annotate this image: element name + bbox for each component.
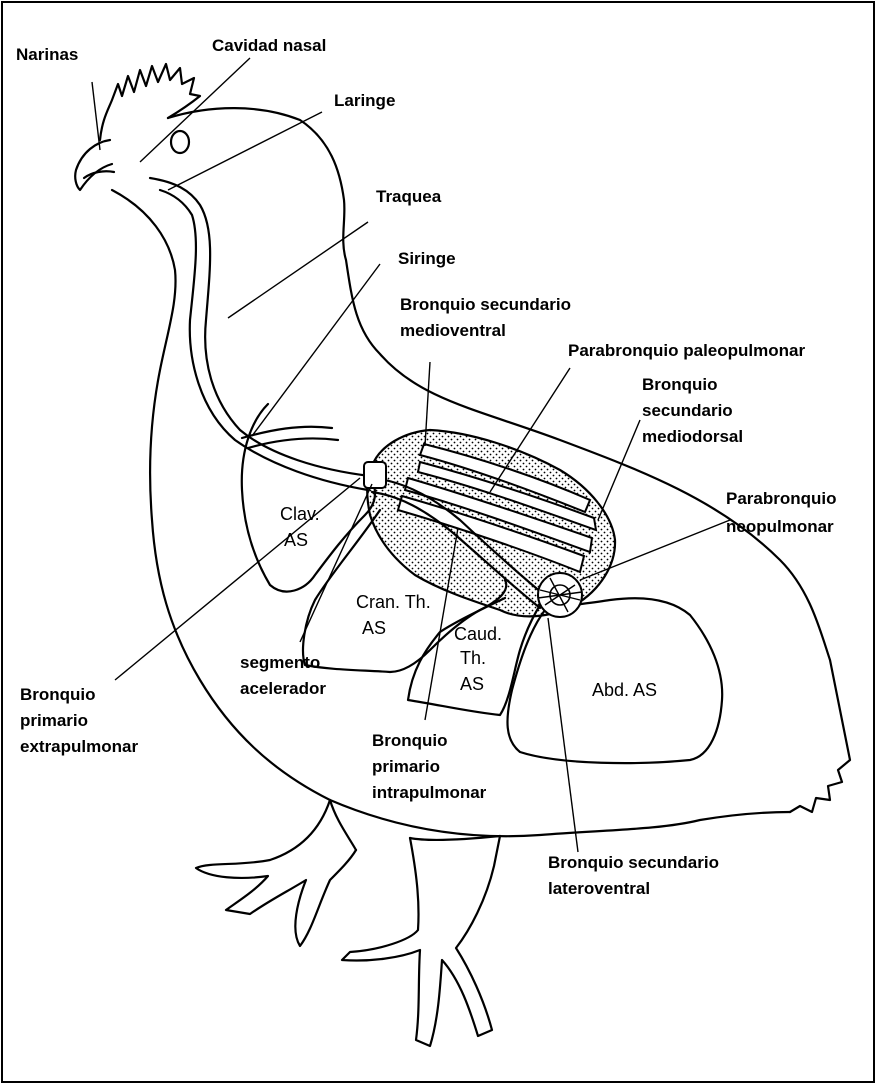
label-segmento-acelerador-1: segmento <box>240 653 320 672</box>
label-bronquio-sec-mediodorsal-1: Bronquio <box>642 375 718 394</box>
beak <box>75 140 112 190</box>
leader-laringe <box>168 112 322 190</box>
label-cran-2: AS <box>362 618 386 638</box>
label-bronquio-sec-medioventral-1: Bronquio secundario <box>400 295 571 314</box>
label-narinas: Narinas <box>16 45 78 64</box>
label-clav-2: AS <box>284 530 308 550</box>
label-bronquio-sec-lateroventral-1: Bronquio secundario <box>548 853 719 872</box>
label-parabronquio-neopulmonar-1: Parabronquio <box>726 489 837 508</box>
label-bronquio-sec-lateroventral-2: lateroventral <box>548 879 650 898</box>
label-traquea: Traquea <box>376 187 442 206</box>
neopulmonic-network <box>538 573 582 617</box>
label-bronquio-sec-mediodorsal-3: mediodorsal <box>642 427 743 446</box>
leader-lateroventral <box>548 618 578 852</box>
label-bronquio-prim-extra-1: Bronquio <box>20 685 96 704</box>
leader-narinas <box>92 82 100 150</box>
label-siringe: Siringe <box>398 249 456 268</box>
label-parabronquio-neopulmonar-2: neopulmonar <box>726 517 834 536</box>
label-clav-1: Clav. <box>280 504 320 524</box>
label-bronquio-sec-mediodorsal-2: secundario <box>642 401 733 420</box>
eye <box>171 131 189 153</box>
label-abd: Abd. AS <box>592 680 657 700</box>
left-leg <box>196 800 356 946</box>
label-bronquio-sec-medioventral-2: medioventral <box>400 321 506 340</box>
right-leg <box>342 836 500 1046</box>
label-laringe: Laringe <box>334 91 395 110</box>
label-bronquio-prim-intra-2: primario <box>372 757 440 776</box>
label-caud-3: AS <box>460 674 484 694</box>
label-bronquio-prim-extra-3: extrapulmonar <box>20 737 138 756</box>
comb <box>100 64 200 140</box>
label-caud-1: Caud. <box>454 624 502 644</box>
trachea <box>150 178 370 490</box>
lung <box>364 430 615 617</box>
label-segmento-acelerador-2: acelerador <box>240 679 326 698</box>
leader-siringe <box>252 264 380 436</box>
label-bronquio-prim-intra-1: Bronquio <box>372 731 448 750</box>
leader-cavidad-nasal <box>140 58 250 162</box>
label-parabronquio-paleopulmonar: Parabronquio paleopulmonar <box>568 341 805 360</box>
label-bronquio-prim-intra-3: intrapulmonar <box>372 783 487 802</box>
label-cavidad-nasal: Cavidad nasal <box>212 36 326 55</box>
label-cran-1: Cran. Th. <box>356 592 431 612</box>
leader-mediodorsal <box>598 420 640 520</box>
label-caud-2: Th. <box>460 648 486 668</box>
label-bronquio-prim-extra-2: primario <box>20 711 88 730</box>
